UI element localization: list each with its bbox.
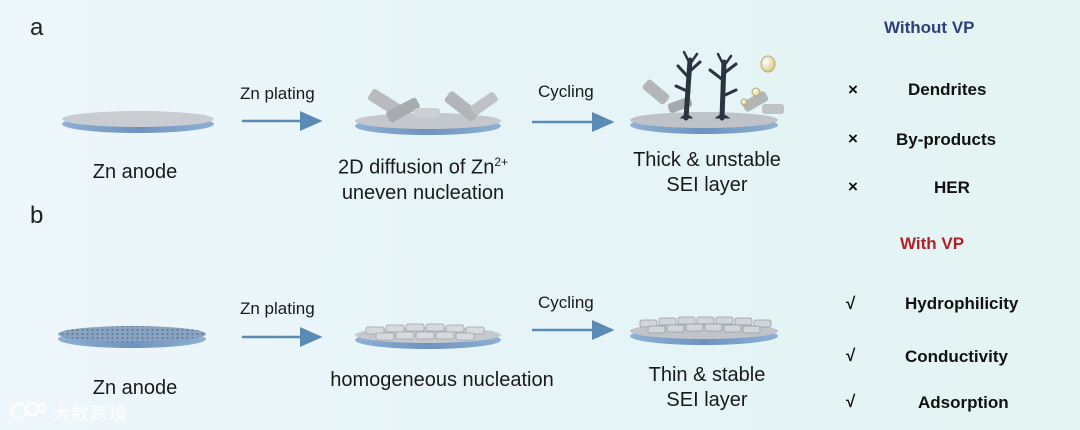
homogeneous-caption: homogeneous nucleation — [330, 369, 554, 391]
diffusion-caption: 2D diffusion of Zn2+ uneven nucleation — [318, 150, 528, 206]
zn-anode-caption-b: Zn anode — [92, 377, 178, 399]
panel-a-label: a — [30, 14, 44, 41]
zn-anode-disc-a — [62, 111, 214, 133]
dendrite-disc — [630, 50, 784, 134]
zn-anode-disc-b — [58, 326, 206, 348]
thick-sei-line2: SEI layer — [666, 174, 748, 196]
diffusion-caption-line1: 2D diffusion of Zn — [337, 156, 495, 179]
thin-sei-line2: SEI layer — [666, 389, 748, 411]
zn-plating-label-a: Zn plating — [240, 84, 315, 103]
cross-mark-her: × — [848, 177, 858, 196]
watermark-text: 大数跨境 — [52, 404, 128, 424]
check-mark-hydrophilicity: √ — [846, 294, 856, 313]
stable-sei-disc — [630, 316, 778, 345]
property-conductivity: Conductivity — [905, 347, 1008, 366]
cycling-label-b: Cycling — [538, 293, 594, 312]
property-adsorption: Adsorption — [918, 393, 1009, 412]
cycling-label-a: Cycling — [538, 82, 594, 101]
thin-sei-caption: Thin & stable SEI layer — [610, 363, 804, 413]
thick-sei-line1: Thick & unstable — [633, 149, 781, 171]
cross-mark-dendrites: × — [848, 80, 858, 99]
without-vp-heading: Without VP — [884, 18, 975, 37]
watermark-logo-icon — [11, 402, 47, 419]
check-mark-conductivity: √ — [846, 346, 856, 365]
panel-b-label: b — [30, 202, 44, 229]
thick-sei-caption: Thick & unstable SEI layer — [610, 148, 804, 198]
cross-mark-byproducts: × — [848, 129, 858, 148]
diffusion-caption-line2: uneven nucleation — [341, 181, 505, 204]
property-hydrophilicity: Hydrophilicity — [905, 294, 1019, 313]
zn-anode-caption-a: Zn anode — [92, 161, 178, 183]
zn-charge-superscript: 2+ — [494, 155, 509, 169]
property-dendrites: Dendrites — [908, 80, 987, 99]
zn-plating-label-b: Zn plating — [240, 299, 315, 318]
with-vp-heading: With VP — [900, 234, 965, 253]
uneven-nucleation-disc — [355, 89, 501, 135]
property-byproducts: By-products — [896, 130, 997, 149]
thin-sei-line1: Thin & stable — [648, 364, 766, 386]
check-mark-adsorption: √ — [846, 392, 856, 411]
property-her: HER — [934, 178, 970, 197]
homogeneous-nucleation-disc — [355, 323, 501, 349]
watermark: 大数跨境 — [10, 398, 140, 424]
